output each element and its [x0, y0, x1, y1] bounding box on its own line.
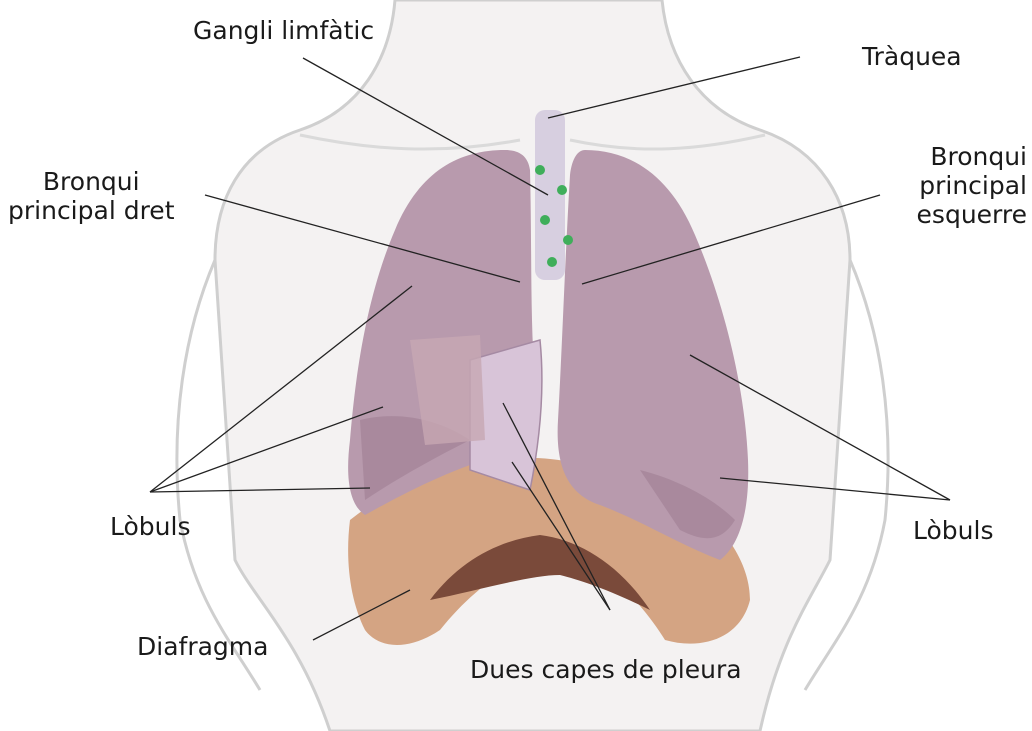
- trachea-shape: [535, 110, 565, 280]
- label-left-bronchus-line-1: Bronqui: [887, 142, 1027, 171]
- lymph-node-5: [547, 257, 557, 267]
- label-diaphragm: Diafragma: [137, 632, 268, 661]
- label-lobes-right: Lòbuls: [913, 516, 993, 545]
- lymph-node-3: [540, 215, 550, 225]
- lymph-node-4: [563, 235, 573, 245]
- label-lobes-left: Lòbuls: [110, 512, 190, 541]
- label-left-bronchus: Bronqui principal esquerre: [887, 142, 1027, 229]
- label-left-bronchus-line-3: esquerre: [887, 200, 1027, 229]
- lymph-node-2: [557, 185, 567, 195]
- lymph-node-1: [535, 165, 545, 175]
- label-pleura: Dues capes de pleura: [470, 655, 742, 684]
- label-lymph-node: Gangli limfàtic: [193, 16, 374, 45]
- label-right-bronchus: Bronqui principal dret: [8, 167, 175, 225]
- label-right-bronchus-line-2: principal dret: [8, 196, 175, 225]
- label-right-bronchus-line-1: Bronqui: [8, 167, 175, 196]
- label-left-bronchus-line-2: principal: [887, 171, 1027, 200]
- label-trachea: Tràquea: [862, 42, 962, 71]
